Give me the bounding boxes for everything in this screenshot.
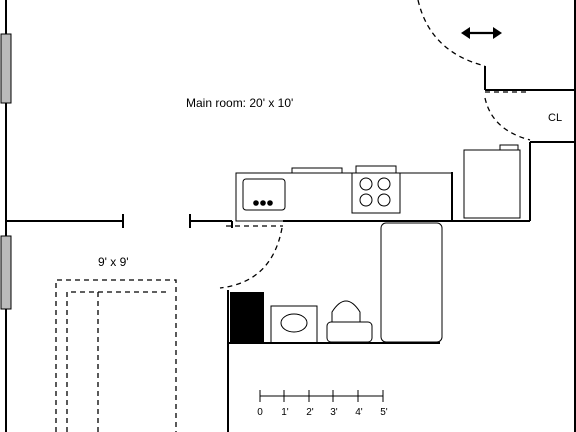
door-swing-entry (417, 0, 486, 67)
fridge-icon (230, 292, 264, 343)
window-upper (0, 33, 12, 104)
scale-tick-0: 0 (257, 407, 263, 418)
washer-icon (270, 305, 318, 344)
door-swing-closet (484, 91, 531, 141)
stove-icon (351, 172, 401, 214)
closet-walls (484, 0, 576, 432)
kitchen-counter (235, 165, 453, 222)
bathtub-icon (380, 222, 443, 343)
toilet-icon (326, 300, 373, 343)
sink-icon (242, 178, 286, 211)
cabinet-icon (463, 144, 521, 219)
scale-tick-5: 5' (380, 407, 388, 418)
closet-label: CL (548, 112, 562, 124)
scale-tick-1: 1' (281, 407, 289, 418)
scale-bar: 0 1' 2' 3' 4' 5' (257, 390, 388, 418)
window-lower (0, 235, 12, 310)
scale-tick-4: 4' (355, 407, 363, 418)
bedroom-label: 9' x 9' (98, 255, 129, 269)
scale-tick-3: 3' (330, 407, 338, 418)
scale-tick-2: 2' (306, 407, 314, 418)
bed-outline (55, 279, 177, 432)
left-exterior-wall (0, 0, 12, 432)
partition-walls (6, 172, 530, 432)
door-swing-bathroom (219, 225, 283, 289)
double-arrow-icon (461, 27, 502, 39)
main-room-label: Main room: 20' x 10' (186, 96, 293, 110)
